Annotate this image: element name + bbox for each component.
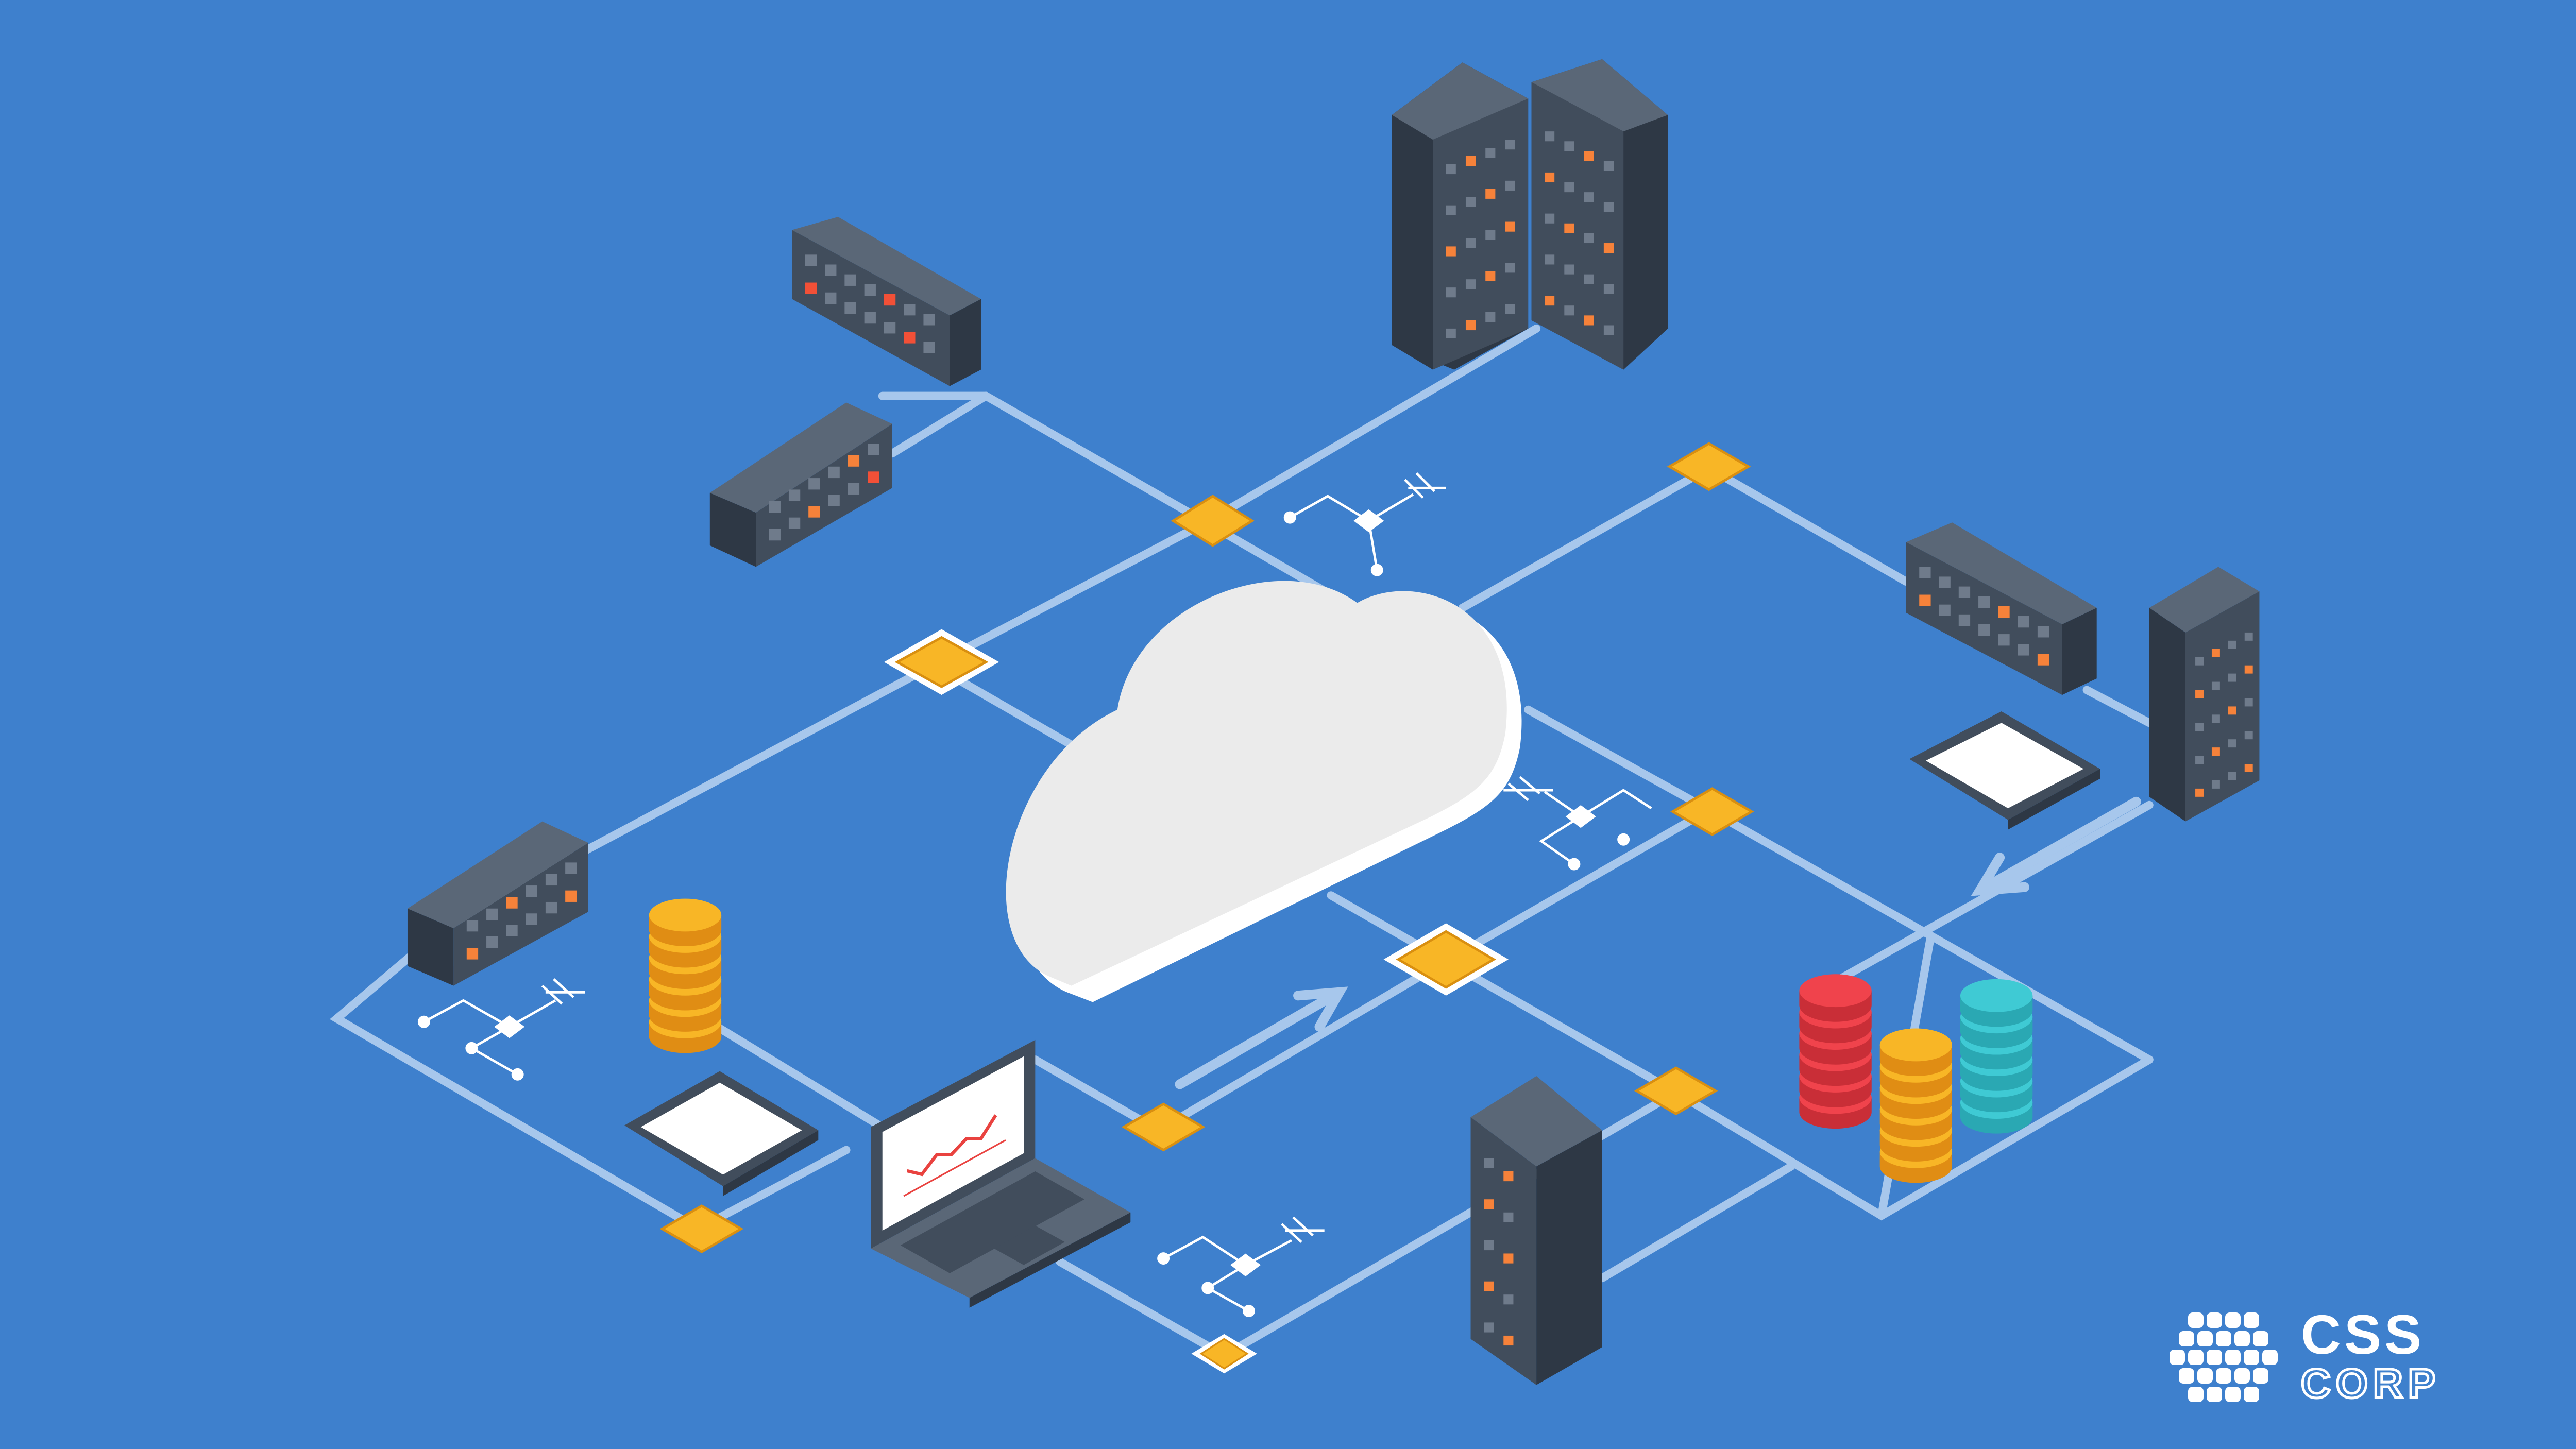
server-rack-icon bbox=[709, 402, 892, 567]
server-tower-icon bbox=[1470, 1076, 1602, 1385]
circuit-symbol-icon bbox=[1283, 472, 1446, 576]
node-diamond bbox=[1121, 1102, 1206, 1152]
logo-dot bbox=[2225, 1350, 2241, 1365]
database-stack-icon bbox=[1960, 979, 2033, 1134]
logo-dot bbox=[2207, 1387, 2222, 1402]
laptop-icon bbox=[871, 1039, 1131, 1308]
logo-dot bbox=[2253, 1331, 2268, 1346]
node-diamond bbox=[1634, 1066, 1718, 1116]
logo-dot bbox=[2244, 1350, 2259, 1365]
tablet-icon bbox=[1909, 711, 2100, 830]
css-corp-logo: CSS CORP bbox=[2170, 1305, 2441, 1408]
logo-dot bbox=[2234, 1368, 2250, 1384]
coin-top bbox=[1960, 979, 2033, 1012]
node-diamond bbox=[1667, 442, 1751, 491]
logo-dot bbox=[2207, 1350, 2222, 1365]
tablet-icon bbox=[624, 1071, 819, 1196]
coin-top bbox=[649, 898, 722, 932]
node-diamond bbox=[1670, 787, 1754, 836]
node-diamond bbox=[1171, 495, 1255, 547]
logo-dot bbox=[2262, 1350, 2278, 1365]
chip-icon bbox=[1383, 923, 1509, 996]
server-tower-icon bbox=[1531, 59, 1668, 370]
logo-dot bbox=[2216, 1331, 2231, 1346]
coin-top bbox=[1799, 974, 1872, 1008]
logo-line-1: CSS bbox=[2301, 1305, 2425, 1366]
logo-line-2: CORP bbox=[2301, 1360, 2441, 1406]
coin-top bbox=[1879, 1028, 1953, 1062]
laptop-chart-axis bbox=[903, 1139, 1006, 1197]
keyboard bbox=[900, 1171, 1085, 1273]
logo-dot bbox=[2244, 1387, 2259, 1402]
server-rack-icon bbox=[792, 216, 981, 386]
logo-dot bbox=[2188, 1387, 2204, 1402]
logo-dot bbox=[2170, 1350, 2185, 1365]
chip-icon bbox=[884, 629, 999, 695]
logo-dot bbox=[2179, 1331, 2194, 1346]
flow-arrow-icon bbox=[1175, 986, 1348, 1089]
logo-dot bbox=[2234, 1331, 2250, 1346]
touchpad bbox=[994, 1225, 1065, 1265]
logo-dot bbox=[2244, 1312, 2259, 1328]
logo-dot bbox=[2225, 1312, 2241, 1328]
circuit-symbol-icon bbox=[1157, 1216, 1325, 1318]
circuit-symbol-icon bbox=[1503, 776, 1652, 871]
logo-mark-icon bbox=[2170, 1312, 2278, 1402]
server-tower-icon bbox=[2149, 567, 2260, 822]
database-stack-icon bbox=[1879, 1028, 1953, 1183]
cloud-icon bbox=[1006, 581, 1522, 1002]
network-nodes bbox=[659, 442, 1754, 1254]
flow-arrow-icon bbox=[1971, 796, 2141, 896]
logo-dot bbox=[2216, 1368, 2231, 1384]
logo-dot bbox=[2179, 1368, 2194, 1384]
database-stack-icon bbox=[1799, 974, 1872, 1129]
laptop-chart-line bbox=[906, 1114, 997, 1177]
logo-dot bbox=[2197, 1368, 2213, 1384]
logo-dot bbox=[2225, 1387, 2241, 1402]
logo-dot bbox=[2253, 1368, 2268, 1384]
node-diamond bbox=[659, 1204, 744, 1254]
logo-dot bbox=[2197, 1331, 2213, 1346]
server-rack-icon bbox=[1906, 522, 2097, 695]
logo-dot bbox=[2188, 1312, 2204, 1328]
database-stack-icon bbox=[649, 898, 722, 1053]
server-tower-icon bbox=[1392, 62, 1529, 370]
server-rack-icon bbox=[407, 821, 588, 986]
logo-dot bbox=[2188, 1350, 2204, 1365]
circuit-symbol-icon bbox=[417, 978, 585, 1081]
logo-dot bbox=[2207, 1312, 2222, 1328]
